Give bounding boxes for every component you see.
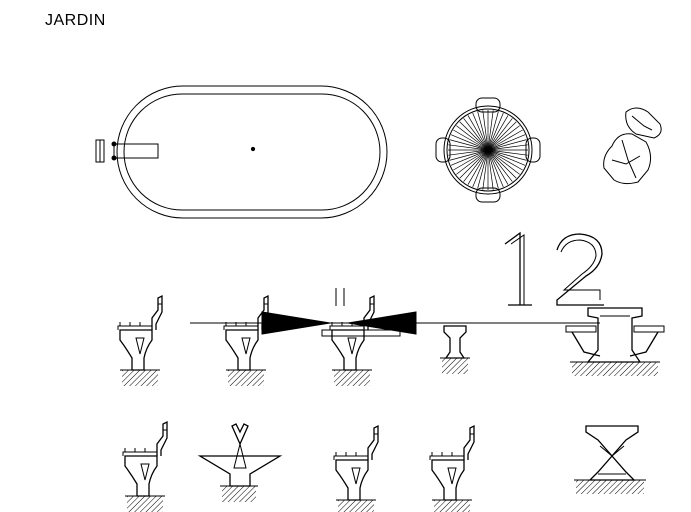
table-pattern-ray — [467, 149, 489, 185]
table-pattern-ray — [449, 149, 489, 161]
table-pattern-ray — [487, 121, 517, 151]
table-pattern-ray — [456, 149, 489, 175]
trestle-table-end — [574, 425, 646, 494]
bench-side-view-4 — [333, 425, 379, 512]
garden-rocks — [603, 107, 662, 185]
table-pattern-ray — [487, 118, 513, 151]
table-pattern-ray — [482, 110, 489, 151]
table-pattern-ray — [467, 115, 489, 151]
table-pattern-ray — [487, 149, 513, 182]
bench-side-view-3 — [122, 421, 168, 512]
table-pattern-ray — [487, 112, 504, 151]
bench-end-view — [440, 325, 470, 374]
table-pattern-ray — [487, 125, 520, 151]
table-pattern-ray — [487, 110, 494, 151]
bench-double-back — [197, 423, 283, 502]
table-pattern-ray — [487, 149, 520, 175]
table-pattern-ray — [450, 134, 489, 151]
bench-side-view-2 — [223, 295, 269, 387]
table-pattern-ray — [453, 129, 489, 151]
table-pattern-ray — [487, 149, 494, 190]
table-pattern-ray — [459, 121, 489, 151]
table-pattern-ray — [456, 125, 489, 151]
table-pattern-ray — [450, 149, 489, 166]
oval-basin — [95, 85, 388, 219]
section-line — [190, 288, 600, 335]
table-pattern-ray — [487, 149, 517, 179]
table-pattern-ray — [453, 149, 489, 171]
table-pattern-ray — [487, 149, 509, 185]
table-pattern-ray — [463, 118, 489, 151]
bench-side-view-5 — [429, 425, 475, 512]
table-pattern-ray — [477, 149, 489, 189]
table-pattern-ray — [487, 111, 499, 151]
bench-side-view-1 — [117, 295, 163, 387]
table-pattern-ray — [487, 149, 527, 161]
table-pattern-ray — [487, 149, 523, 171]
picnic-table-side — [565, 307, 665, 376]
table-pattern-ray — [487, 115, 509, 151]
drawing-title: JARDIN — [45, 12, 106, 29]
table-pattern-ray — [487, 149, 528, 156]
table-pattern-ray — [487, 149, 499, 189]
table-pattern-ray — [472, 112, 489, 151]
table-pattern-ray — [487, 149, 526, 166]
table-pattern-ray — [449, 139, 489, 151]
table-pattern-ray — [448, 149, 489, 156]
table-pattern-ray — [482, 149, 489, 190]
table-pattern-ray — [487, 134, 526, 151]
number-label-12 — [504, 231, 604, 306]
table-pattern-ray — [487, 149, 504, 188]
table-pattern-ray — [487, 144, 528, 151]
table-pattern-ray — [448, 144, 489, 151]
table-pattern-ray — [487, 129, 523, 151]
table-pattern-ray — [487, 139, 527, 151]
table-pattern-ray — [477, 111, 489, 151]
table-pattern-ray — [463, 149, 489, 182]
bench-double-section — [321, 295, 401, 387]
round-table-with-chairs — [435, 97, 541, 203]
table-pattern-ray — [472, 149, 489, 188]
table-pattern-ray — [459, 149, 489, 179]
